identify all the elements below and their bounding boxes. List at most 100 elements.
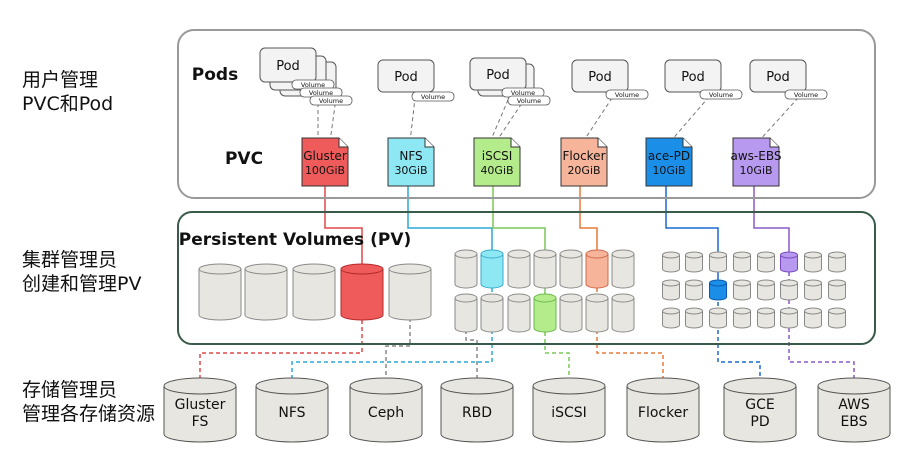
pod-box [664, 59, 722, 93]
storage-backend [626, 377, 700, 443]
cylinder-top [709, 251, 727, 259]
cylinder-top [780, 251, 798, 259]
cylinder-top [480, 249, 504, 259]
volume-label: Volume [511, 89, 535, 97]
cylinder-top [804, 279, 822, 287]
claim-name: Gluster [303, 149, 347, 163]
claim-size: 40GiB [480, 164, 513, 177]
pv-disk [611, 293, 635, 333]
volume-label: Volume [709, 91, 733, 99]
cylinder-body [255, 386, 329, 443]
pv-nfs [480, 249, 504, 289]
cylinder-body [340, 269, 384, 321]
cylinder-top [255, 377, 329, 395]
pv-disk [733, 307, 751, 329]
pv-disk [533, 249, 557, 289]
cylinder-body [685, 283, 703, 301]
pv-disk [804, 251, 822, 273]
pv-disk [507, 249, 531, 289]
cylinder-body [709, 255, 727, 273]
cylinder-body [733, 283, 751, 301]
cylinder-body [723, 386, 797, 443]
volume-body [784, 89, 828, 100]
claim-name: iSCSI [482, 149, 513, 163]
cylinder-top [533, 249, 557, 259]
pod-box [377, 59, 435, 93]
cylinder-top [559, 249, 583, 259]
pv-disk [685, 279, 703, 301]
cylinder-body [757, 311, 775, 329]
cylinder-top [723, 377, 797, 395]
pv-flocker [585, 249, 609, 289]
volume-gluster-3: Volume [309, 95, 353, 106]
cylinder-top [198, 263, 242, 275]
claim-fold [597, 138, 607, 148]
cylinder-top [585, 293, 609, 303]
volume-body [411, 91, 455, 102]
cylinder-body [733, 255, 751, 273]
cylinder-top [662, 279, 680, 287]
cylinder-body [733, 311, 751, 329]
storage-backend [255, 377, 329, 443]
pv-gluster [340, 263, 384, 321]
pv-disk [709, 307, 727, 329]
pod-label: Pod [681, 70, 705, 85]
cylinder-body [662, 311, 680, 329]
cylinder-body [662, 255, 680, 273]
cylinder-body [709, 283, 727, 301]
cylinder-body [626, 386, 700, 443]
cylinder-body [804, 283, 822, 301]
cylinder-body [507, 254, 531, 289]
pod-iscsi: Pod [469, 57, 527, 91]
cylinder-body [480, 298, 504, 333]
pv-aws [780, 251, 798, 273]
claim-body [473, 137, 521, 187]
pod-box [749, 59, 807, 93]
row-label-line: PVC和Pod [22, 93, 114, 115]
cylinder-top [388, 263, 432, 275]
cylinder-body [828, 283, 846, 301]
claim-fold [338, 138, 348, 148]
cylinder-body [454, 254, 478, 289]
pod-nfs: Pod [377, 59, 435, 93]
link-flocker-pv-backend [596, 288, 664, 381]
backend-label: Gluster [175, 397, 226, 413]
pod-box [571, 59, 629, 93]
cylinder-body [454, 298, 478, 333]
storage-backend [532, 377, 606, 443]
row-label-line: 创建和管理PV [22, 273, 142, 295]
pvc-to-volume-arrow [582, 97, 613, 143]
cylinder-top [626, 377, 700, 395]
pv-disk [804, 307, 822, 329]
cylinder-body [757, 255, 775, 273]
cylinder-top [533, 293, 557, 303]
cylinder-top [292, 263, 336, 275]
pv-disk [828, 251, 846, 273]
backend-label: AWS [838, 397, 870, 413]
cylinder-body [585, 254, 609, 289]
link-nfs-claim-pv [407, 186, 493, 252]
pv-disk [662, 279, 680, 301]
backend-label: iSCSI [551, 405, 587, 421]
volume-gce: Volume [699, 89, 743, 100]
cylinder-top [349, 377, 423, 395]
backend-label: NFS [278, 405, 305, 421]
cylinder-body [585, 298, 609, 333]
pv-panel [177, 211, 876, 345]
pv-disk [780, 279, 798, 301]
row-label-line: 管理各存储资源 [22, 403, 156, 425]
pv-disk [585, 293, 609, 333]
cylinder-body [780, 255, 798, 273]
cylinder-body [685, 255, 703, 273]
cylinder-top [733, 251, 751, 259]
storage-backend [817, 377, 891, 443]
cylinder-body [163, 386, 237, 443]
cylinder-top [559, 293, 583, 303]
claim-fold [682, 138, 692, 148]
cylinder-top [780, 307, 798, 315]
pod-label: Pod [766, 70, 790, 85]
volume-label: Volume [615, 91, 639, 99]
